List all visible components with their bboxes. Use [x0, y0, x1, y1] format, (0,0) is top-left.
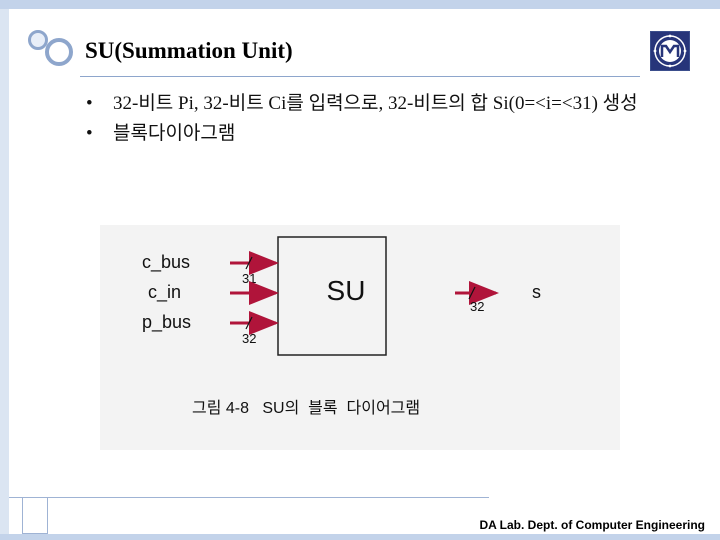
bullet-marker: •: [86, 93, 93, 114]
footer-text: DA Lab. Dept. of Computer Engineering: [479, 518, 705, 532]
input-label-p-bus: p_bus: [142, 312, 191, 333]
su-block-label: SU: [327, 275, 366, 306]
bullet-item: • 32-비트 Pi, 32-비트 Ci를 입력으로, 32-비트의 합 Si(…: [86, 90, 706, 118]
input-width-c-bus: 31: [242, 271, 256, 286]
bus-slash: [245, 316, 253, 330]
input-label-c-bus: c_bus: [142, 252, 190, 273]
bottom-frame-bar: [0, 534, 720, 540]
output-label-s: s: [532, 282, 541, 302]
bullet-list: • 32-비트 Pi, 32-비트 Ci를 입력으로, 32-비트의 합 Si(…: [86, 90, 706, 148]
block-diagram-figure: SU c_bus 31 c_in p_bus 32 32 s 그림 4-8 SU…: [100, 225, 620, 450]
top-frame-bar: [0, 0, 720, 9]
figure-caption: 그림 4-8 SU의 블록 다이어그램: [192, 399, 420, 417]
output-width-s: 32: [470, 299, 484, 314]
su-block: [277, 236, 387, 356]
input-width-p-bus: 32: [242, 331, 256, 346]
bullet-text: 블록다이아그램: [113, 123, 236, 144]
title-underline: [80, 76, 640, 77]
slide-title: SU(Summation Unit): [85, 38, 293, 63]
bullet-text: 32-비트 Pi, 32-비트 Ci를 입력으로, 32-비트의 합 Si(0=…: [113, 93, 638, 114]
corner-decoration: [22, 497, 48, 534]
input-label-c-in: c_in: [148, 282, 181, 303]
left-frame-bar: [0, 9, 9, 540]
university-emblem-icon: [650, 31, 690, 71]
decorative-circles-icon: [28, 30, 78, 74]
bullet-marker: •: [86, 123, 93, 144]
bus-slash: [468, 286, 476, 300]
bullet-item: • 블록다이아그램: [86, 120, 706, 148]
bus-slash: [245, 256, 253, 270]
footer-divider: [9, 497, 489, 498]
